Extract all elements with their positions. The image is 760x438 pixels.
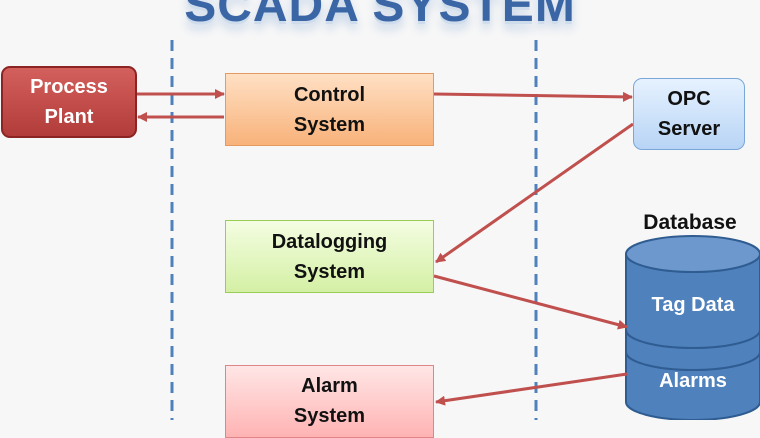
opc-server-label: OPC Server <box>657 88 721 140</box>
diagram-canvas <box>137 40 760 420</box>
control-system-label: Control System <box>293 83 366 136</box>
database-top <box>625 235 760 273</box>
arrow-opc-to-datalogging <box>435 122 634 264</box>
opc-server-node: OPC Server <box>633 78 745 150</box>
diagram-title: SCADA SYSTEM <box>184 0 576 32</box>
datalogging-system-label: Datalogging System <box>271 230 388 283</box>
tag-data-label: Tag Data <box>651 294 735 316</box>
process-plant-node: Process Plant <box>1 66 137 138</box>
database-divider-1 <box>625 329 760 349</box>
arrow-alarms-to-alarmsystem <box>435 372 628 406</box>
process-plant-label: Process Plant <box>30 76 108 128</box>
alarm-system-node: Alarm System <box>225 365 434 438</box>
database-label: Database <box>643 211 737 234</box>
arrow-datalogging-to-tagdata <box>433 274 628 330</box>
alarm-system-label: Alarm System <box>293 375 366 427</box>
control-system-node: Control System <box>225 73 434 146</box>
arrow-control-to-opc <box>433 91 633 102</box>
database-cylinder <box>625 235 760 420</box>
alarms-label: Alarms <box>659 370 727 392</box>
database-divider-2 <box>625 351 760 371</box>
datalogging-system-node: Datalogging System <box>225 220 434 293</box>
